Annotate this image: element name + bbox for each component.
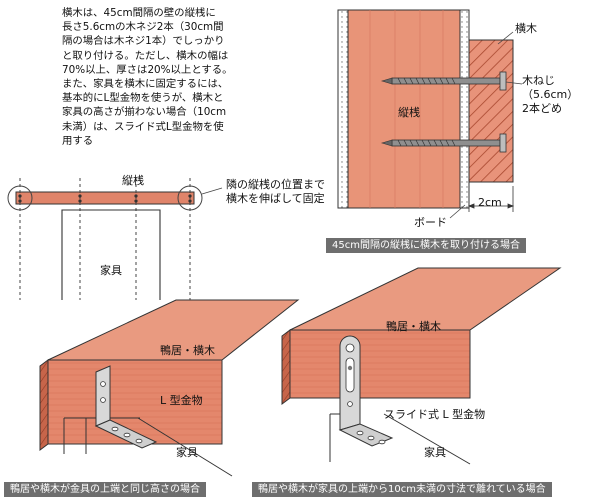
stud-dashed-lines (19, 178, 191, 300)
section-view (337, 9, 523, 219)
highlight-circle-right (177, 185, 203, 211)
plan-note: 隣の縦桟の位置まで 横木を伸ばして固定 (226, 178, 325, 205)
scene1-furniture-label: 家具 (176, 446, 198, 459)
plan-stud-label: 縦桟 (122, 174, 144, 187)
dimension-2cm (467, 186, 515, 212)
crossbar-plan (15, 191, 195, 205)
scene-slide-bracket (281, 267, 562, 465)
highlight-circle-left (7, 185, 33, 211)
scene1-caption: 鴨居や横木が金具の上端と同じ高さの場合 (4, 482, 206, 497)
beam-front-right (289, 329, 471, 399)
section-caption: 45cm間隔の縦桟に横木を取り付ける場合 (326, 238, 526, 253)
scene2-furniture-label: 家具 (424, 446, 446, 459)
screw-upper (380, 71, 507, 91)
furniture-plan-outline (61, 209, 161, 300)
section-dimension-label: 2cm (478, 196, 502, 209)
scene-l-bracket (39, 299, 300, 477)
section-screw-label: 木ねじ（5.6cm） 2本どめ (522, 74, 579, 115)
plan-furniture-label: 家具 (100, 264, 122, 277)
scene1-beam-label: 鴨居・横木 (160, 344, 215, 357)
plan-view (7, 178, 223, 300)
section-board-label: ボード (414, 216, 447, 229)
slide-l-bracket (338, 335, 394, 447)
description-text: 横木は、45cm間隔の壁の縦桟に 長さ5.6cmの木ネジ2本（30cm間 隔の場… (62, 7, 233, 147)
scene2-caption: 鴨居や横木が家具の上端から10cm未満の寸法で離れている場合 (252, 482, 552, 497)
scene1-bracket-label: L 型金物 (160, 394, 203, 407)
board-section (337, 9, 349, 209)
l-bracket (94, 365, 158, 449)
screw-lower (380, 133, 507, 153)
crossbar-section (468, 39, 514, 183)
scene2-bracket-label: スライド式 L 型金物 (384, 408, 486, 421)
section-stud-label: 縦桟 (398, 106, 420, 119)
section-crossbar-label: 横木 (515, 22, 537, 35)
screw-dots (18, 194, 192, 203)
scene2-beam-label: 鴨居・横木 (386, 320, 441, 333)
